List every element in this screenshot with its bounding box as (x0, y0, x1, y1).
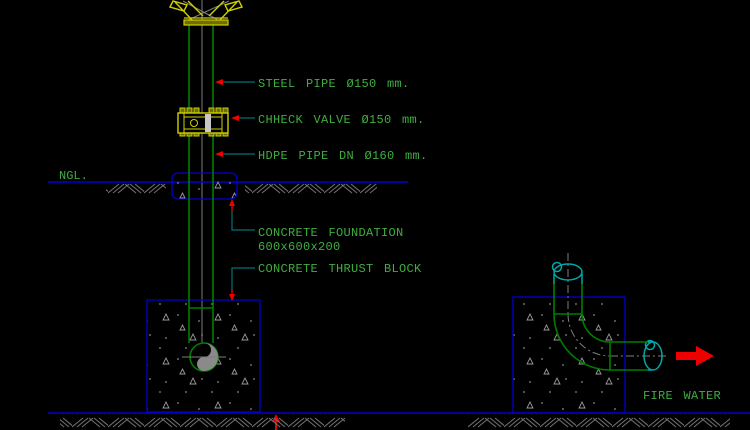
valve-body (177, 112, 229, 134)
check-valve-callout: CHHECK VALVE Ø150 mm. (231, 113, 425, 127)
check-valve-label: CHHECK VALVE Ø150 mm. (258, 113, 425, 127)
right-outlet-flange (223, 0, 244, 12)
steel-pipe-callout: STEEL PIPE Ø150 mm. (215, 77, 410, 91)
elbow-thrust-block-detail: FIRE WATER (512, 253, 721, 414)
foundation-label-line2: 600x600x200 (258, 240, 341, 254)
leader-arrow (215, 79, 223, 85)
check-valve (177, 107, 229, 137)
elbow-outer-arc (553, 313, 611, 371)
flow-direction-arrow (676, 346, 714, 366)
ngl-label: NGL. (59, 169, 88, 183)
fire-water-label: FIRE WATER (643, 389, 721, 403)
leader-arrow (231, 115, 239, 121)
hydrant-riser-detail: STEEL PIPE Ø150 mm. CHHECK VALVE Ø150 mm… (48, 0, 428, 430)
concrete-foundation (171, 172, 238, 200)
foundation-callout: CONCRETE FOUNDATION 600x600x200 (229, 199, 404, 254)
foundation-label-line1: CONCRETE FOUNDATION (258, 226, 404, 240)
leader-arrow (215, 151, 223, 157)
pipe-top-opening (553, 263, 583, 281)
elbow-pipe (551, 261, 663, 371)
hdpe-pipe-callout: HDPE PIPE DN Ø160 mm. (215, 149, 428, 163)
lower-ground (48, 412, 750, 428)
ground-hatch-left (106, 183, 166, 195)
hdpe-pipe-label: HDPE PIPE DN Ø160 mm. (258, 149, 428, 163)
hydrant-head (168, 0, 244, 26)
thrust-block-callout: CONCRETE THRUST BLOCK (229, 262, 422, 301)
base-flange (183, 19, 229, 26)
concrete-thrust-block (512, 296, 626, 414)
thrust-block-label: CONCRETE THRUST BLOCK (258, 262, 422, 276)
ground-hatch-right (245, 183, 377, 195)
steel-pipe-label: STEEL PIPE Ø150 mm. (258, 77, 410, 91)
leader-arrow (229, 294, 235, 301)
callouts: STEEL PIPE Ø150 mm. CHHECK VALVE Ø150 mm… (215, 77, 428, 301)
elbow-centerline (567, 253, 668, 357)
left-outlet-flange (168, 0, 189, 12)
riser-pipe (188, 25, 214, 343)
leader-arrow (229, 199, 235, 206)
ground-hatch-bottom-right (468, 414, 730, 428)
ground-hatch-bottom-left (60, 414, 345, 428)
elbow-inner-arc (581, 313, 611, 343)
valve-stem (205, 114, 211, 132)
pipe-section-symbol (182, 342, 226, 372)
